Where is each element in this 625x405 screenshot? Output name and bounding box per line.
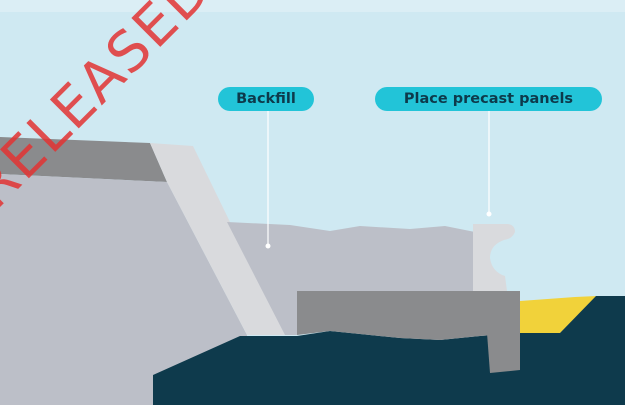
concrete-slab	[297, 291, 520, 340]
backfill-mass	[227, 222, 475, 335]
ground-foundation	[153, 296, 625, 405]
backfill-label: Backfill	[218, 87, 314, 111]
precast-callout-dot	[486, 211, 492, 217]
sky-band	[0, 0, 625, 12]
backfill-callout-dot	[265, 243, 271, 249]
existing-wall	[0, 174, 250, 405]
grout-wedge	[520, 296, 597, 333]
slab-key	[487, 333, 520, 373]
precast-panels-label: Place precast panels	[375, 87, 602, 111]
sloped-panel	[150, 143, 285, 335]
precast-panel	[473, 224, 515, 291]
existing-wall-cap	[0, 137, 167, 182]
